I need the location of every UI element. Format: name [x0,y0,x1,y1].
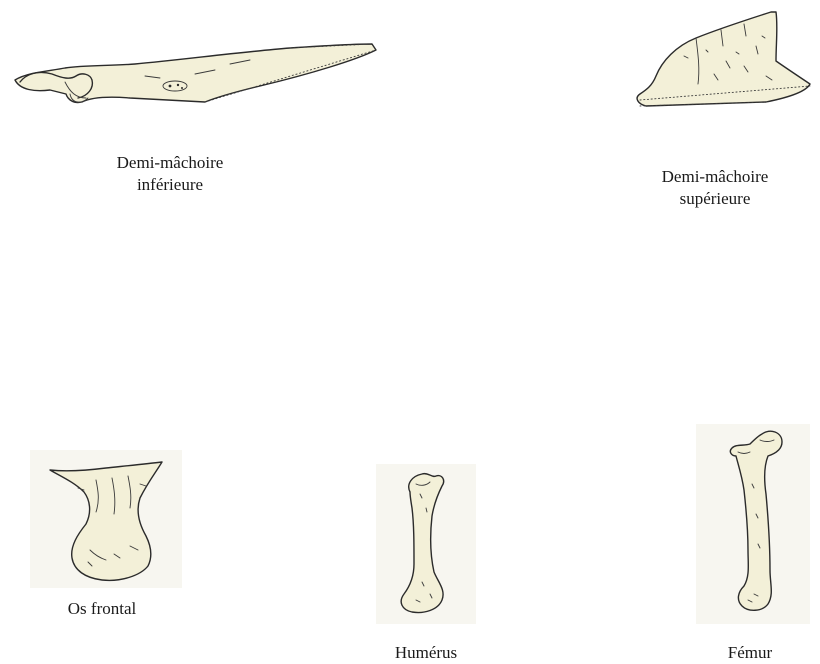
femur-drawing [696,424,810,624]
upper-jaw-caption-line1: Demi-mâchoire [615,166,815,188]
lower-jaw-caption-line1: Demi-mâchoire [70,152,270,174]
upper-jaw-figure [626,6,820,126]
lower-jaw-drawing [10,38,382,110]
upper-jaw-drawing [626,6,816,126]
lower-jaw-caption: Demi-mâchoire inférieure [70,152,270,196]
lower-jaw-figure [10,38,382,110]
lower-jaw-caption-line2: inférieure [70,174,270,196]
humerus-caption: Humérus [336,642,516,664]
humerus-figure [376,464,476,624]
upper-jaw-caption: Demi-mâchoire supérieure [615,166,815,210]
frontal-bone-drawing [30,450,182,588]
femur-figure [696,424,810,624]
humerus-drawing [376,464,476,624]
frontal-bone-caption: Os frontal [12,598,192,620]
upper-jaw-caption-line2: supérieure [615,188,815,210]
frontal-bone-figure [30,450,182,588]
femur-caption: Fémur [660,642,820,664]
